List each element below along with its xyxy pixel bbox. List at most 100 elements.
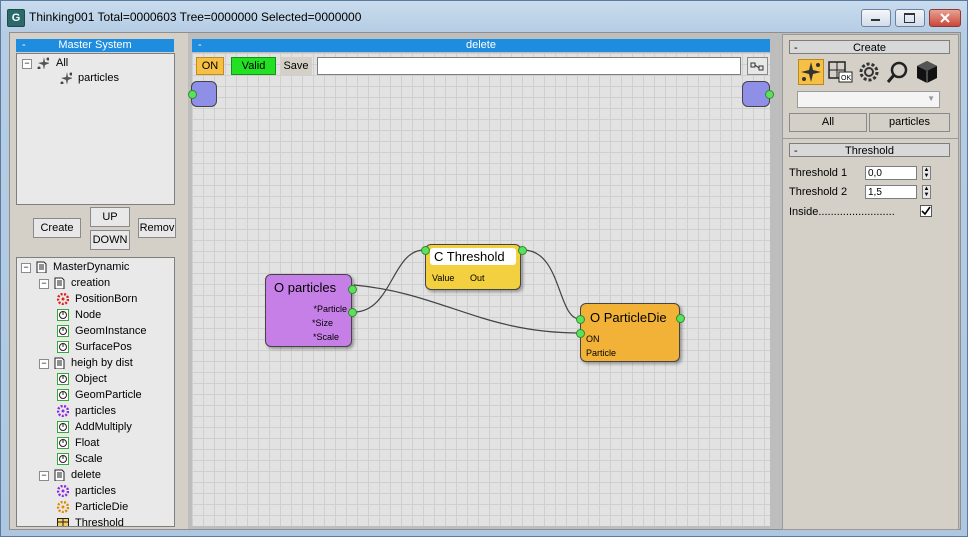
threshold2-spinner[interactable]: ▲▼ [922,185,931,199]
connect-button[interactable] [747,57,768,75]
threshold1-field[interactable]: 0,0 [865,166,917,180]
book-icon [54,469,65,481]
node-canvas[interactable]: ON Valid Save [188,53,774,526]
tree-item[interactable]: −creation [39,276,174,291]
threshold-rollout-title: Threshold [845,145,894,157]
tree-item-label: PositionBorn [75,293,138,305]
tree-item[interactable]: Object [57,372,174,387]
tree-item[interactable]: Scale [57,452,174,467]
editor-title: delete [466,39,496,51]
up-button[interactable]: UP [90,207,130,227]
collapse-toggle[interactable]: - [794,145,798,157]
maximize-button[interactable] [895,9,925,27]
node-particledie[interactable]: O ParticleDie ON Particle [580,303,680,362]
tree-item[interactable]: AddMultiply [57,420,174,435]
output-pin[interactable] [348,285,357,294]
master-system-header[interactable]: - Master System [16,39,174,52]
tree-item[interactable]: Float [57,436,174,451]
expression-input[interactable] [317,57,741,75]
port-label-out: Out [470,273,485,283]
tree-item[interactable]: GeomInstance [57,324,174,339]
book-icon [54,277,65,289]
tree-item-label: particles [75,485,116,497]
inside-checkbox[interactable] [920,205,932,217]
tree-item[interactable]: −delete [39,468,174,483]
cube-button[interactable] [914,59,940,85]
minimize-button[interactable] [861,9,891,27]
tree-item[interactable]: Threshold [57,516,174,526]
node-particles[interactable]: O particles *Particle *Size *Scale [265,274,352,347]
collapse-icon[interactable]: − [22,59,32,69]
close-button[interactable] [929,9,961,27]
editor-panel: - delete ON Valid Save [188,33,781,529]
output-stub-node[interactable] [742,81,770,107]
collapse-icon[interactable]: − [39,279,49,289]
tree-item[interactable]: ParticleDie [57,500,174,515]
tree-item[interactable]: GeomParticle [57,388,174,403]
magnifier-button[interactable] [885,59,911,85]
port-label-particle: Particle [586,348,617,358]
category-dropdown[interactable]: ▼ [797,91,940,108]
table-icon [57,518,69,526]
tree-item[interactable]: SurfacePos [57,340,174,355]
threshold1-spinner[interactable]: ▲▼ [922,166,931,180]
inside-label: Inside......................... [789,206,895,218]
tab-particles[interactable]: particles [869,113,950,132]
gear-icon [859,62,879,82]
green-clock-icon [57,437,69,449]
output-pin[interactable] [676,314,685,323]
editor-header[interactable]: - delete [192,39,770,52]
app-icon[interactable]: G [7,9,25,27]
tree-item-label: All [56,57,69,69]
master-tree[interactable]: − All particles [16,53,175,205]
collapse-toggle[interactable]: - [22,39,26,51]
tree-item-particles[interactable]: particles [60,71,160,86]
tree-item-label: AddMultiply [75,421,132,433]
collapse-icon[interactable]: − [39,471,49,481]
collapse-toggle[interactable]: - [198,39,202,51]
threshold-rollout-header[interactable]: - Threshold [789,143,950,157]
stub-pin[interactable] [188,90,197,99]
ok-grid-icon: OK [828,61,853,83]
collapse-toggle[interactable]: - [794,42,798,54]
tree-item[interactable]: Node [57,308,174,323]
valid-status-button[interactable]: Valid [231,57,276,75]
red-gear-icon [57,293,69,305]
port-label-on: ON [586,334,600,344]
collapse-icon[interactable]: − [21,263,31,273]
tree-item[interactable]: − heigh by dist [39,356,174,371]
stub-pin[interactable] [765,90,774,99]
port-label-value: Value [432,273,455,283]
tree-item[interactable]: PositionBorn [57,292,174,307]
create-button[interactable]: Create [33,218,81,238]
remove-button[interactable]: Remov [138,218,176,238]
tab-all[interactable]: All [789,113,867,132]
save-button[interactable]: Save [280,57,312,75]
output-pin[interactable] [518,246,527,255]
tree-item-all[interactable]: − All [22,56,122,71]
tree-item[interactable]: particles [57,484,174,499]
create-rollout-header[interactable]: - Create [789,40,950,54]
node-title: O particles [274,280,337,295]
divider [783,138,958,139]
node-threshold[interactable]: C Threshold Value Out [425,244,521,290]
input-pin[interactable] [421,246,430,255]
output-pin[interactable] [348,308,357,317]
tree-item[interactable]: −MasterDynamic [21,260,171,275]
input-pin[interactable] [576,329,585,338]
input-pin[interactable] [576,315,585,324]
ok-grid-button[interactable]: OK [827,59,853,85]
threshold2-field[interactable]: 1,5 [865,185,917,199]
on-toggle-button[interactable]: ON [196,57,224,75]
title-bar: G Thinking001 Total=0000603 Tree=0000000… [1,1,967,33]
orange-gear-icon [57,501,69,513]
gear-button[interactable] [856,59,882,85]
tree-item[interactable]: particles [57,404,174,419]
create-icon-button[interactable] [798,59,824,85]
cube-icon [917,61,937,83]
down-button[interactable]: DOWN [90,230,130,250]
tree-item-label: SurfacePos [75,341,132,353]
tree-item-label: heigh by dist [71,357,133,369]
collapse-icon[interactable]: − [39,359,49,369]
